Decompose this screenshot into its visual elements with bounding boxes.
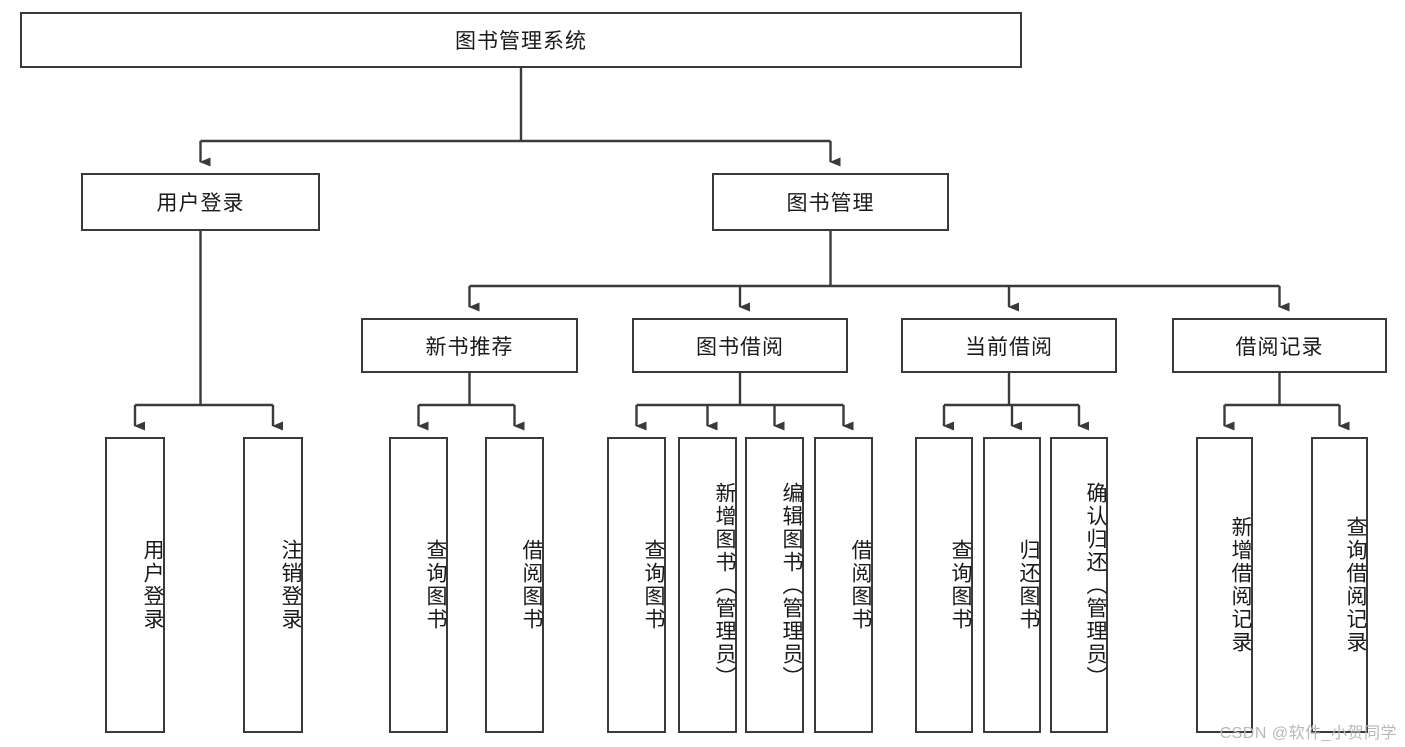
node-current[interactable]: 当前借阅 — [901, 318, 1117, 373]
node-leaf-rec-1[interactable]: 新增借阅记录 — [1196, 437, 1253, 733]
node-label: 新增图书（管理员） — [713, 481, 736, 689]
node-label: 归还图书 — [1017, 539, 1040, 631]
node-label: 用户登录 — [141, 539, 164, 631]
node-label: 查询图书 — [949, 539, 972, 631]
node-label: 新书推荐 — [425, 335, 514, 359]
node-leaf-login-2[interactable]: 注销登录 — [243, 437, 303, 733]
node-newbooks[interactable]: 新书推荐 — [361, 318, 578, 373]
node-bookmgmt[interactable]: 图书管理 — [712, 173, 949, 231]
node-records[interactable]: 借阅记录 — [1172, 318, 1387, 373]
node-root[interactable]: 图书管理系统 — [20, 12, 1022, 68]
node-leaf-borrow-2[interactable]: 新增图书（管理员） — [678, 437, 737, 733]
node-label: 编辑图书（管理员） — [780, 481, 803, 689]
node-login[interactable]: 用户登录 — [81, 173, 320, 231]
node-leaf-borrow-1[interactable]: 查询图书 — [607, 437, 666, 733]
node-label: 图书管理 — [786, 192, 875, 215]
node-leaf-borrow-4[interactable]: 借阅图书 — [814, 437, 873, 733]
node-label: 图书借阅 — [696, 335, 784, 359]
node-label: 借阅图书 — [520, 539, 543, 631]
node-leaf-new-1[interactable]: 查询图书 — [389, 437, 448, 733]
node-leaf-cur-3[interactable]: 确认归还（管理员） — [1050, 437, 1108, 733]
node-label: 查询图书 — [424, 539, 447, 631]
node-label: 查询借阅记录 — [1344, 516, 1367, 654]
node-borrow[interactable]: 图书借阅 — [632, 318, 848, 373]
node-leaf-rec-2[interactable]: 查询借阅记录 — [1311, 437, 1368, 733]
node-label: 确认归还（管理员） — [1084, 481, 1107, 689]
node-label: 查询图书 — [642, 539, 665, 631]
node-label: 新增借阅记录 — [1229, 516, 1252, 654]
node-label: 注销登录 — [279, 539, 302, 631]
node-label: 图书管理系统 — [455, 30, 587, 53]
node-leaf-cur-2[interactable]: 归还图书 — [983, 437, 1041, 733]
node-leaf-cur-1[interactable]: 查询图书 — [915, 437, 973, 733]
node-leaf-login-1[interactable]: 用户登录 — [105, 437, 165, 733]
node-label: 当前借阅 — [965, 335, 1053, 359]
node-label: 用户登录 — [156, 192, 245, 215]
watermark-text: CSDN @软件_小贺同学 — [1219, 725, 1397, 742]
node-leaf-new-2[interactable]: 借阅图书 — [485, 437, 544, 733]
node-label: 借阅记录 — [1235, 335, 1324, 359]
node-label: 借阅图书 — [849, 539, 872, 631]
node-leaf-borrow-3[interactable]: 编辑图书（管理员） — [745, 437, 804, 733]
